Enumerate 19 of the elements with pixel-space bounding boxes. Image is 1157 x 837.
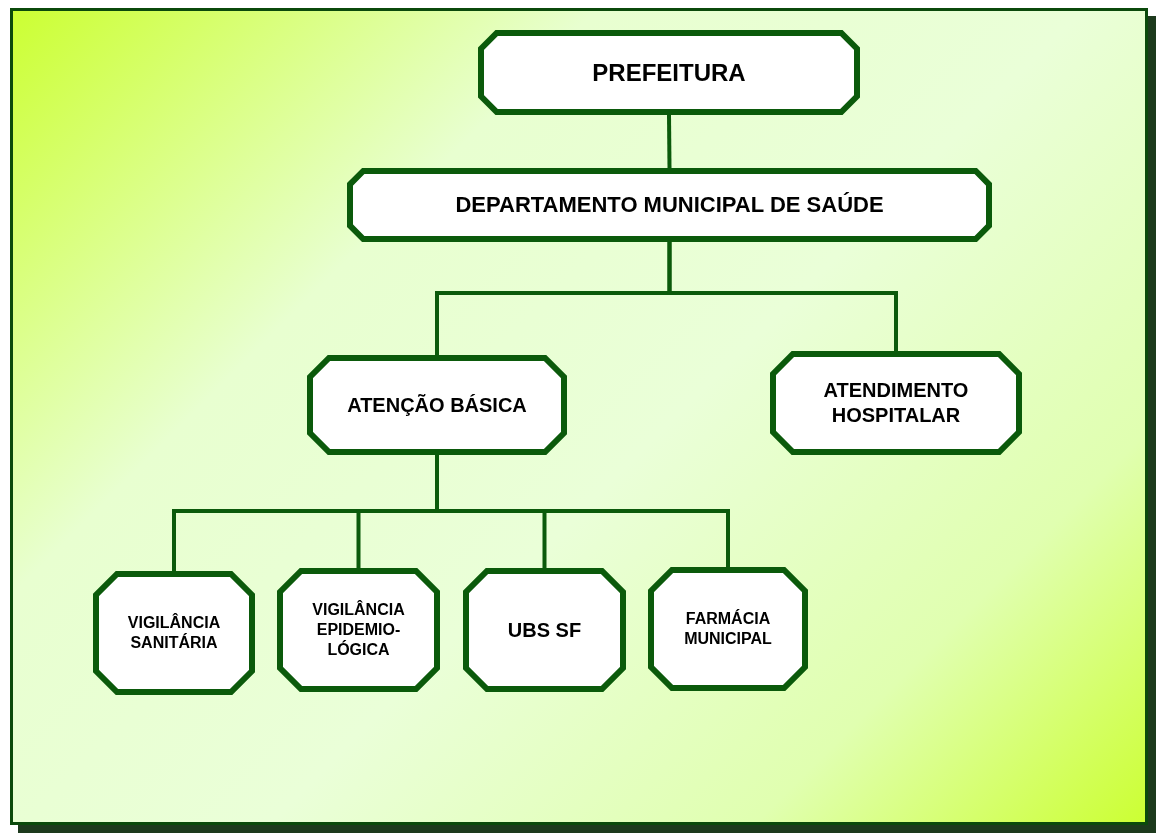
unit-name: DEPARTAMENTO MUNICIPAL DE SAÚDE	[455, 191, 884, 219]
org-unit-box	[463, 568, 626, 692]
unit-name: ATENÇÃO BÁSICA	[347, 392, 527, 418]
org-unit-box	[347, 168, 992, 242]
connector-line	[667, 242, 898, 351]
org-unit-box	[478, 30, 860, 115]
org-unit-box	[277, 568, 440, 692]
connector-line	[435, 455, 730, 567]
unit-name: PREFEITURA	[592, 57, 746, 88]
org-unit-box	[770, 351, 1022, 455]
unit-name: VIGILÂNCIA SANITÁRIA	[126, 613, 222, 653]
unit-name: VIGILÂNCIA EPIDEMIO- LÓGICA	[311, 600, 406, 660]
org-unit-box	[307, 355, 567, 455]
connector-line	[667, 114, 672, 169]
unit-name: UBS SF	[507, 617, 582, 643]
org-unit-box	[648, 567, 808, 691]
org-unit-box	[93, 571, 255, 695]
unit-name: ATENDIMENTO HOSPITALAR	[822, 378, 970, 428]
unit-name: FARMÁCIA MUNICIPAL	[683, 609, 773, 649]
